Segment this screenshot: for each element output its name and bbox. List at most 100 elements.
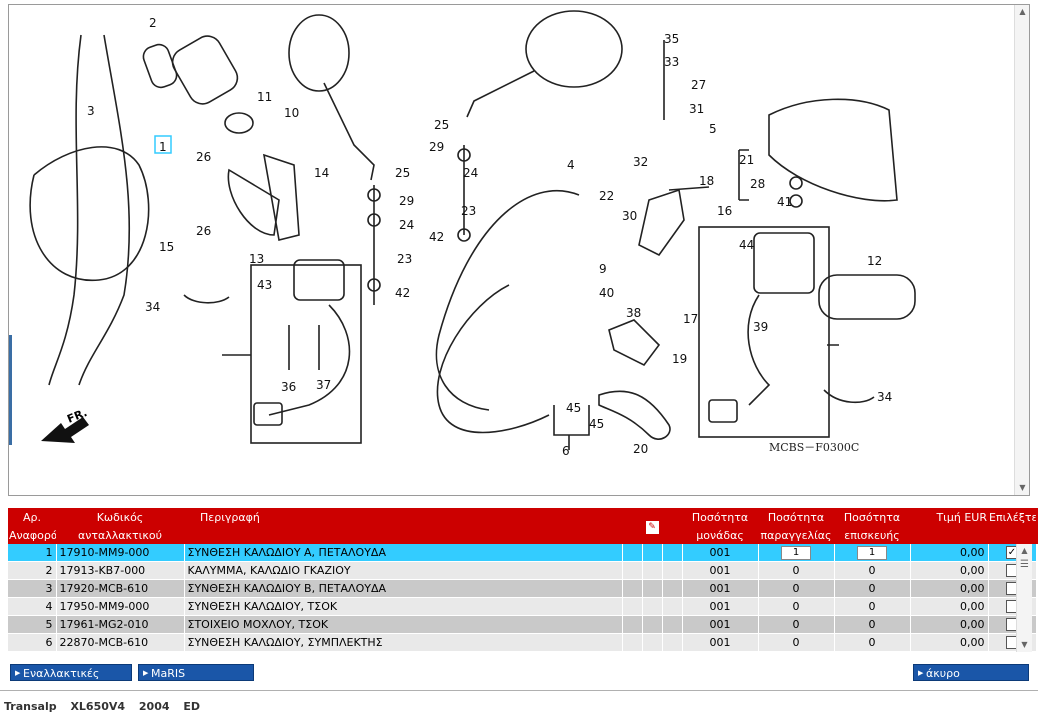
header-repair-qty: Ποσότητα <box>834 508 910 526</box>
callout-label[interactable]: 44 <box>739 238 754 252</box>
row-order-qty: 0 <box>758 633 835 652</box>
callout-label[interactable]: 42 <box>395 286 410 300</box>
callout-label[interactable]: 29 <box>399 194 414 208</box>
footer-model-info: Transalp XL650V4 2004 ED <box>4 700 210 713</box>
divider <box>0 690 1038 691</box>
left-edge-marker <box>9 335 12 445</box>
callout-label[interactable]: 37 <box>316 378 331 392</box>
callout-label[interactable]: 21 <box>739 153 754 167</box>
row-unit-qty: 001 <box>682 615 759 634</box>
row-code: 17920-MCB-610 <box>56 579 185 598</box>
row-ref: 5 <box>8 615 57 634</box>
row-unit-qty: 001 <box>682 544 759 562</box>
row-code: 17913-KB7-000 <box>56 561 185 580</box>
header-flag-icon[interactable]: ✎ <box>642 508 662 544</box>
header-price: Τιμή EUR <box>910 508 988 526</box>
callout-label[interactable]: 30 <box>622 209 637 223</box>
parts-table: Αρ. Κωδικός Περιγραφή ✎ Ποσότητα Ποσότητ… <box>8 508 1038 652</box>
callout-label[interactable]: 4 <box>567 158 575 172</box>
callout-label[interactable]: 3 <box>87 104 95 118</box>
callout-label[interactable]: 12 <box>867 254 882 268</box>
table-header-row: Αρ. Κωδικός Περιγραφή ✎ Ποσότητα Ποσότητ… <box>8 508 1038 544</box>
callout-label[interactable]: 40 <box>599 286 614 300</box>
callout-label[interactable]: 17 <box>683 312 698 326</box>
callout-label[interactable]: 23 <box>397 252 412 266</box>
callout-label[interactable]: 20 <box>633 442 648 456</box>
callout-label[interactable]: 43 <box>257 278 272 292</box>
row-desc: ΚΑΛΥΜΜΑ, ΚΑΛΩΔΙΟ ΓΚΑΖΙΟΥ <box>184 561 623 580</box>
cancel-button[interactable]: άκυρο <box>913 664 1029 682</box>
table-row[interactable]: 5 17961-MG2-010 ΣΤΟΙΧΕΙΟ ΜΟΧΛΟΥ, ΤΣΟΚ 00… <box>8 615 1038 634</box>
repair-qty-input[interactable]: 1 <box>857 546 887 560</box>
callout-label[interactable]: 22 <box>599 189 614 203</box>
callout-label[interactable]: 24 <box>399 218 414 232</box>
callout-label[interactable]: 29 <box>429 140 444 154</box>
order-qty-input[interactable]: 1 <box>781 546 811 560</box>
table-row[interactable]: 4 17950-MM9-000 ΣΥΝΘΕΣΗ ΚΑΛΩΔΙΟΥ, ΤΣΟΚ 0… <box>8 597 1038 616</box>
callout-label[interactable]: 11 <box>257 90 272 104</box>
callout-label[interactable]: 10 <box>284 106 299 120</box>
scroll-up-icon[interactable]: ▲ <box>1019 7 1026 16</box>
callout-label[interactable]: 25 <box>395 166 410 180</box>
parts-diagram[interactable]: FR. 123456910111213141516171819202122232… <box>9 5 1015 495</box>
callout-label[interactable]: 34 <box>145 300 160 314</box>
callout-label[interactable]: 34 <box>877 390 892 404</box>
callout-label[interactable]: 6 <box>562 444 570 458</box>
callout-label[interactable]: 28 <box>750 177 765 191</box>
callout-label[interactable]: 27 <box>691 78 706 92</box>
row-unit-qty: 001 <box>682 579 759 598</box>
table-scroll-thumb[interactable]: ☰ <box>1020 559 1029 570</box>
callout-label[interactable]: 26 <box>196 150 211 164</box>
table-row[interactable]: 6 22870-MCB-610 ΣΥΝΘΕΣΗ ΚΑΛΩΔΙΟΥ, ΣΥΜΠΛΕ… <box>8 633 1038 652</box>
row-ref: 6 <box>8 633 57 652</box>
table-row[interactable]: 3 17920-MCB-610 ΣΥΝΘΕΣΗ ΚΑΛΩΔΙΟΥ Β, ΠΕΤΑ… <box>8 579 1038 598</box>
maris-button[interactable]: MaRIS <box>138 664 254 682</box>
callout-label[interactable]: 45 <box>589 417 604 431</box>
callout-label[interactable]: 42 <box>429 230 444 244</box>
callout-label[interactable]: 32 <box>633 155 648 169</box>
callout-label[interactable]: 5 <box>709 122 717 136</box>
header-code: Κωδικός <box>56 508 184 526</box>
row-desc: ΣΥΝΘΕΣΗ ΚΑΛΩΔΙΟΥ Α, ΠΕΤΑΛΟΥΔΑ <box>184 544 623 562</box>
callout-label[interactable]: 2 <box>149 16 157 30</box>
diagram-scrollbar[interactable]: ▲ ▼ <box>1014 5 1029 495</box>
scroll-down-icon[interactable]: ▼ <box>1019 483 1026 492</box>
table-row[interactable]: 2 17913-KB7-000 ΚΑΛΥΜΜΑ, ΚΑΛΩΔΙΟ ΓΚΑΖΙΟΥ… <box>8 561 1038 580</box>
callout-label[interactable]: 25 <box>434 118 449 132</box>
row-unit-qty: 001 <box>682 597 759 616</box>
callout-label[interactable]: 18 <box>699 174 714 188</box>
footer-model-code: XL650V4 <box>70 700 126 713</box>
row-code: 17961-MG2-010 <box>56 615 185 634</box>
callout-label[interactable]: 26 <box>196 224 211 238</box>
callout-label[interactable]: 38 <box>626 306 641 320</box>
row-desc: ΣΤΟΙΧΕΙΟ ΜΟΧΛΟΥ, ΤΣΟΚ <box>184 615 623 634</box>
table-scroll-down-icon[interactable]: ▼ <box>1021 640 1028 649</box>
callout-label[interactable]: 39 <box>753 320 768 334</box>
callout-label[interactable]: 1 <box>159 140 167 154</box>
row-desc: ΣΥΝΘΕΣΗ ΚΑΛΩΔΙΟΥ Β, ΠΕΤΑΛΟΥΔΑ <box>184 579 623 598</box>
callout-label[interactable]: 16 <box>717 204 732 218</box>
callout-label[interactable]: 33 <box>664 55 679 69</box>
callout-label[interactable]: 41 <box>777 195 792 209</box>
header-order-qty: Ποσότητα <box>758 508 834 526</box>
table-row[interactable]: 1 17910-MM9-000 ΣΥΝΘΕΣΗ ΚΑΛΩΔΙΟΥ Α, ΠΕΤΑ… <box>8 544 1038 562</box>
alternatives-button[interactable]: Εναλλακτικές <box>10 664 132 682</box>
callout-label[interactable]: 14 <box>314 166 329 180</box>
callout-label[interactable]: 13 <box>249 252 264 266</box>
header-desc: Περιγραφή <box>184 508 622 544</box>
callout-label[interactable]: 19 <box>672 352 687 366</box>
row-ref: 4 <box>8 597 57 616</box>
callout-label[interactable]: 15 <box>159 240 174 254</box>
callout-label[interactable]: 31 <box>689 102 704 116</box>
row-price: 0,00 <box>910 633 989 652</box>
callout-label[interactable]: 24 <box>463 166 478 180</box>
callout-label[interactable]: 23 <box>461 204 476 218</box>
callout-label[interactable]: 36 <box>281 380 296 394</box>
table-scroll-up-icon[interactable]: ▲ <box>1021 546 1028 555</box>
callout-label[interactable]: 35 <box>664 32 679 46</box>
callout-label[interactable]: 45 <box>566 401 581 415</box>
row-price: 0,00 <box>910 597 989 616</box>
table-scrollbar[interactable]: ▲ ☰ ▼ <box>1016 544 1032 652</box>
row-price: 0,00 <box>910 544 989 562</box>
callout-label[interactable]: 9 <box>599 262 607 276</box>
